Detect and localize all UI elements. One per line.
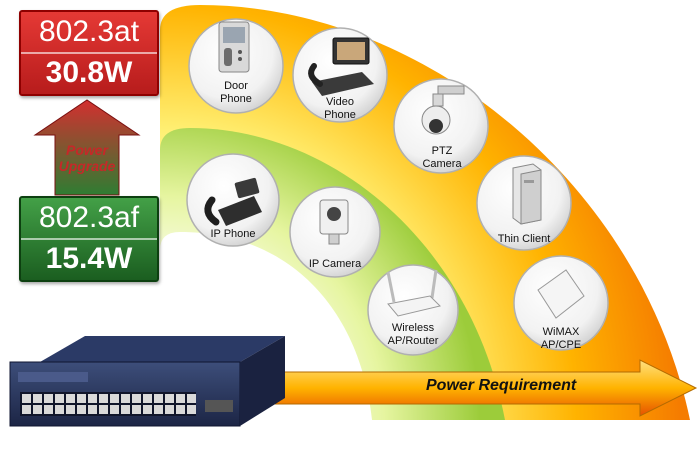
switch-port xyxy=(110,394,119,403)
ptz-camera-icon xyxy=(421,85,465,135)
standard-at-badge: 802.3at 30.8W xyxy=(19,10,159,96)
device-thin-client xyxy=(476,155,572,251)
switch-port xyxy=(66,405,75,414)
label-ip-camera: IP Camera xyxy=(290,258,380,271)
standard-af-badge: 802.3af 15.4W xyxy=(19,196,159,282)
label-video-phone-line2: Phone xyxy=(324,109,356,121)
standard-af-power: 15.4W xyxy=(21,238,157,278)
label-ip-camera-line1: IP Camera xyxy=(308,258,362,270)
label-door-phone: Door Phone xyxy=(191,80,281,106)
switch-port xyxy=(88,394,97,403)
switch-port xyxy=(99,405,108,414)
switch-port xyxy=(77,405,86,414)
label-door-phone-line2: Phone xyxy=(220,93,252,105)
switch-port xyxy=(176,405,185,414)
ip-phone-icon xyxy=(204,177,262,226)
switch-port xyxy=(88,405,97,414)
power-upgrade-line1: Power xyxy=(65,142,108,158)
label-wireless-router-line2: AP/Router xyxy=(387,335,439,347)
label-ptz-camera-line1: PTZ xyxy=(431,145,453,157)
switch-port xyxy=(44,405,53,414)
switch-port xyxy=(143,394,152,403)
label-wimax-line1: WiMAX xyxy=(542,326,580,338)
switch-port xyxy=(55,405,64,414)
label-thin-client-line1: Thin Client xyxy=(497,233,551,245)
switch-port xyxy=(99,394,108,403)
switch-port xyxy=(143,405,152,414)
switch-port xyxy=(33,394,42,403)
device-wireless-router xyxy=(367,264,459,356)
device-wimax xyxy=(513,255,609,351)
switch-port xyxy=(132,394,141,403)
power-upgrade-line2: Upgrade xyxy=(58,158,116,174)
device-video-phone xyxy=(292,27,388,123)
switch-port xyxy=(154,405,163,414)
switch-port xyxy=(121,394,130,403)
switch-port xyxy=(187,405,196,414)
power-upgrade-arrow xyxy=(33,99,141,196)
standard-af-name: 802.3af xyxy=(38,201,140,234)
switch-port xyxy=(121,405,130,414)
label-door-phone-line1: Door xyxy=(224,80,248,92)
label-wimax: WiMAX AP/CPE xyxy=(516,326,606,352)
thin-client-icon xyxy=(512,163,542,225)
switch-port xyxy=(154,394,163,403)
device-ptz-camera xyxy=(393,78,489,174)
label-ptz-camera-line2: Camera xyxy=(422,158,462,170)
device-ip-phone xyxy=(186,153,280,247)
standard-at-power: 30.8W xyxy=(21,52,157,92)
label-video-phone-line1: Video xyxy=(326,96,354,108)
switch-port xyxy=(77,394,86,403)
label-wireless-router: Wireless AP/Router xyxy=(368,322,458,348)
switch-port xyxy=(187,394,196,403)
label-ip-phone-line1: IP Phone xyxy=(210,228,256,240)
device-door-phone xyxy=(188,18,284,114)
video-phone-icon xyxy=(308,37,374,96)
switch-port xyxy=(176,394,185,403)
switch-port xyxy=(66,394,75,403)
device-ip-camera xyxy=(289,186,381,278)
switch-port xyxy=(22,405,31,414)
label-ip-phone: IP Phone xyxy=(188,228,278,241)
switch-port xyxy=(33,405,42,414)
switch-port xyxy=(132,405,141,414)
wireless-router-icon xyxy=(386,269,441,317)
label-ptz-camera: PTZ Camera xyxy=(397,145,487,171)
label-wimax-line2: AP/CPE xyxy=(540,339,582,351)
standard-at-name: 802.3at xyxy=(38,15,140,48)
label-wireless-router-line1: Wireless xyxy=(391,322,435,334)
switch-port xyxy=(22,394,31,403)
switch-port xyxy=(110,405,119,414)
switch-port xyxy=(165,394,174,403)
switch-port xyxy=(44,394,53,403)
door-phone-icon xyxy=(218,21,250,73)
label-video-phone: Video Phone xyxy=(295,96,385,122)
label-thin-client: Thin Client xyxy=(479,233,569,246)
switch-port xyxy=(165,405,174,414)
wimax-icon xyxy=(537,269,585,319)
power-requirement-label: Power Requirement xyxy=(426,377,577,394)
switch-port xyxy=(55,394,64,403)
ip-camera-icon xyxy=(319,199,349,245)
power-upgrade-label: Power Upgrade xyxy=(37,142,137,174)
